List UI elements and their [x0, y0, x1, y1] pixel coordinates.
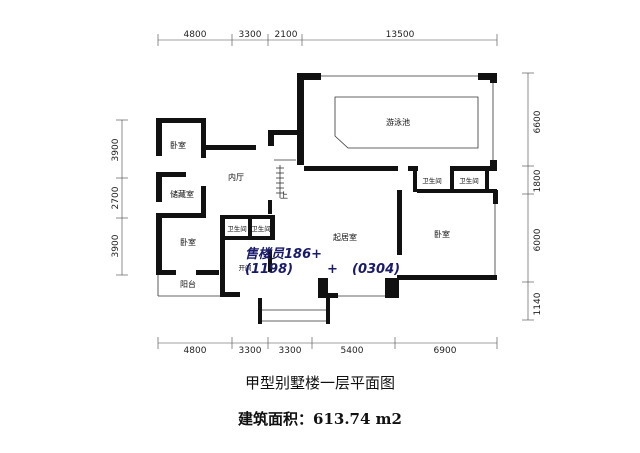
room-bedroom-nw: 卧室 [170, 140, 186, 150]
dim-bottom-4: 5400 [341, 346, 364, 356]
dim-bottom-3: 3300 [279, 346, 302, 356]
dim-top-3: 2100 [275, 30, 298, 40]
staircase [276, 165, 284, 198]
room-bath-e1: 卫生间 [422, 176, 442, 185]
dim-bottom-1: 4800 [184, 346, 207, 356]
room-living: 起居室 [333, 232, 357, 242]
building-area: 建筑面积：613.74 m2 [238, 410, 402, 428]
pool-outline [334, 96, 479, 149]
dim-right-1: 6600 [533, 110, 543, 133]
room-storage: 储藏室 [170, 189, 194, 199]
watermark-line2b: + [327, 262, 338, 277]
dim-right-3: 6000 [533, 228, 543, 251]
dim-top-1: 4800 [184, 30, 207, 40]
dim-right-4: 1140 [533, 292, 543, 315]
room-pool: 游泳池 [386, 117, 410, 127]
dim-bottom-2: 3300 [239, 346, 262, 356]
room-balcony: 阳台 [180, 279, 196, 289]
dimension-bottom: 4800 3300 3300 5400 6900 [157, 337, 498, 356]
watermark-line1: 售楼员186+ [245, 246, 322, 262]
room-inner-hall: 内厅 [228, 172, 244, 182]
dim-left-2: 2700 [111, 186, 121, 209]
room-stair-up: 上 [280, 191, 288, 200]
dim-top-4: 13500 [386, 30, 415, 40]
dimension-top: 4800 3300 2100 13500 [157, 30, 498, 46]
room-bedroom-e: 卧室 [434, 229, 450, 239]
dim-left-1: 3900 [111, 138, 121, 161]
sales-watermark: 售楼员186+ (1198) + (0304) [245, 246, 400, 277]
room-bath-small-2: 卫生间 [251, 224, 271, 233]
room-bath-e2: 卫生间 [459, 176, 479, 185]
room-misc: 开间 [239, 264, 252, 272]
room-labels: 卧室 储藏室 内厅 卧室 阳台 卫生间 卫生间 开间 上 起居室 游泳池 卫生间… [170, 117, 479, 289]
dim-left-3: 3900 [111, 234, 121, 257]
dimension-left: 3900 2700 3900 [111, 119, 128, 276]
room-bedroom-w: 卧室 [180, 237, 196, 247]
dim-right-2: 1800 [533, 169, 543, 192]
dim-top-2: 3300 [239, 30, 262, 40]
watermark-line2c: (0304) [352, 262, 400, 277]
room-bath-small-1: 卫生间 [227, 224, 247, 233]
dimension-right: 6600 1800 6000 1140 [522, 72, 543, 321]
walls [156, 73, 498, 324]
dim-bottom-5: 6900 [434, 346, 457, 356]
watermark-line2a: (1198) [245, 262, 293, 277]
plan-title: 甲型别墅楼一层平面图 [244, 374, 395, 392]
